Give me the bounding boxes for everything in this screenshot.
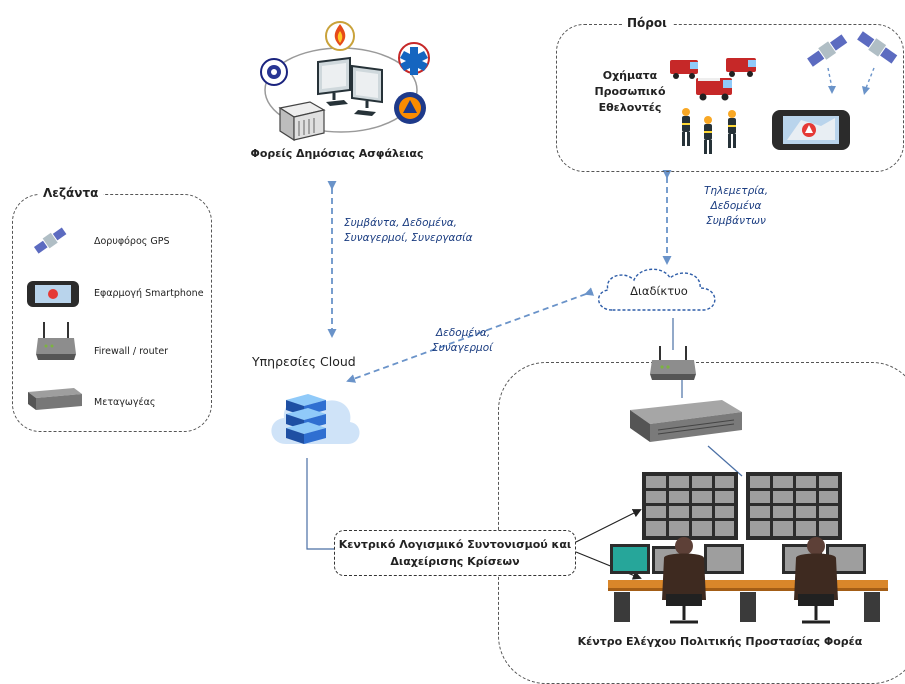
link-software-wall [575, 509, 642, 543]
legend-satellite-icon [33, 227, 67, 254]
central-software-box: Κεντρικό Λογισμικό Συντονισμού και Διαχε… [334, 530, 576, 576]
legend-smartphone-icon [27, 281, 79, 307]
legend-router-icon [36, 322, 76, 360]
ambulance-emblem-icon [398, 42, 430, 75]
legend-label-smartphone: Εφαρμογή Smartphone [94, 288, 204, 299]
workstation-monitors-icon [317, 56, 383, 116]
cloud-services-label: Υπηρεσίες Cloud [252, 354, 356, 369]
legend-label-router: Firewall / router [94, 346, 169, 357]
control-switch-icon [630, 400, 742, 442]
legend-title: Λεζάντα [38, 186, 104, 200]
flow-label-telemetry: Τηλεμετρία, Δεδομένα Συμβάντων [703, 185, 769, 227]
gps-satellites-icon [807, 31, 898, 95]
cloud-database-icon [271, 394, 360, 444]
server-icon [278, 101, 326, 142]
legend-label-gps: Δορυφόρος GPS [94, 236, 170, 247]
fire-trucks-icon [670, 58, 756, 101]
resources-title: Πόροι [622, 16, 672, 30]
link-switch-monitors [707, 445, 743, 477]
public-safety-caption: Φορείς Δημόσιας Ασφάλειας [250, 147, 424, 160]
resources-vehicles: Οχήματα [602, 69, 658, 82]
legend-box [12, 194, 212, 432]
internet-cloud-icon [598, 268, 716, 311]
control-center-caption: Κέντρο Ελέγχου Πολιτικής Προστασίας Φορέ… [577, 635, 863, 648]
flow-label-internet-cloud: Δεδομένα, Συναγερμοί [432, 327, 493, 354]
legend-label-switch: Μεταγωγέας [94, 397, 156, 408]
control-router-icon [650, 346, 696, 380]
central-software-line-1: Κεντρικό Λογισμικό Συντονισμού και [338, 538, 572, 551]
link-cloud-software [306, 458, 334, 550]
flow-label-public-cloud: Συμβάντα, Δεδομένα, Συναγερμοί, Συνεργασ… [344, 217, 473, 244]
video-wall-icon [642, 472, 842, 540]
resources-box [556, 24, 904, 172]
fire-service-emblem-icon [325, 21, 355, 51]
operator-workstations-icon [608, 537, 888, 624]
civil-protection-emblem-icon [394, 92, 426, 124]
public-safety-cluster [244, 14, 444, 150]
resources-volunteers: Εθελοντές [598, 101, 662, 114]
flow-arrow-internet-cloud [346, 287, 595, 383]
central-software-line-2: Διαχείρισης Κρίσεων [390, 555, 520, 568]
police-emblem-icon [260, 58, 288, 86]
firefighters-icon [682, 108, 736, 154]
legend-switch-icon [28, 388, 82, 410]
resources-list: Οχήματα Προσωπικό Εθελοντές [585, 68, 675, 116]
internet-label: Διαδίκτυο [630, 284, 688, 298]
smartphone-app-icon [772, 110, 850, 150]
resources-personnel: Προσωπικό [594, 85, 666, 98]
